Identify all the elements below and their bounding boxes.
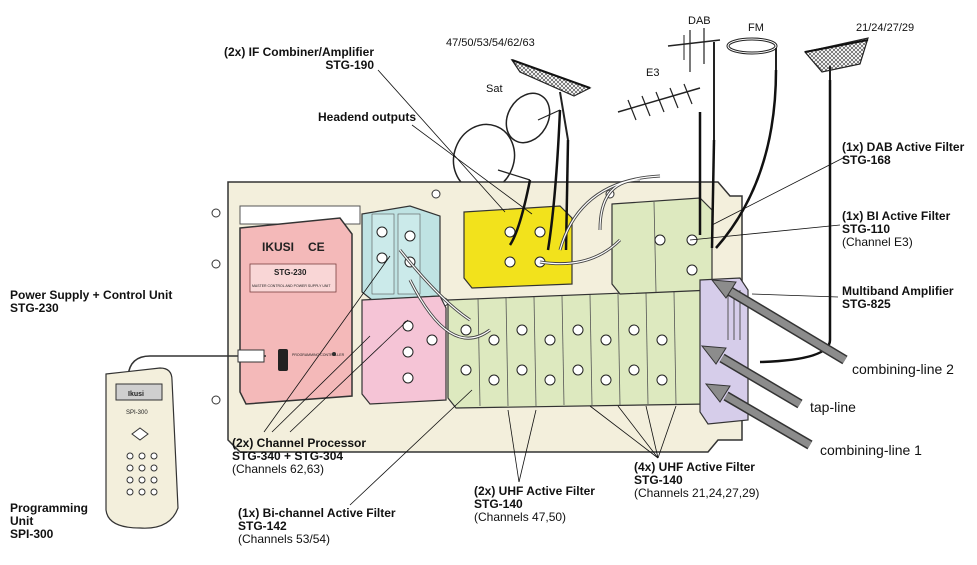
label-bi-filter: (1x) BI Active Filter STG-110 (Channel E… (842, 210, 950, 249)
label-channel-processor: (2x) Channel Processor STG-340 + STG-304… (232, 437, 366, 476)
label-bi-filter-note: (Channel E3) (842, 236, 950, 249)
label-programming-unit-model: SPI-300 (10, 528, 88, 541)
antenna-label-dab: DAB (688, 15, 711, 28)
label-uhf-filter-2: (2x) UHF Active Filter STG-140 (Channels… (474, 485, 595, 524)
label-if-combiner-model: STG-190 (224, 59, 374, 72)
label-tap-line: tap-line (810, 401, 856, 414)
label-power-supply: Power Supply + Control Unit STG-230 (10, 289, 172, 315)
antenna-label-sat: Sat (486, 83, 503, 96)
e3-antenna-icon (618, 84, 700, 120)
label-uhf-filter-4: (4x) UHF Active Filter STG-140 (Channels… (634, 461, 759, 500)
port-caption-text: PROGRAMMING CONTROLLER (292, 353, 345, 357)
handset-model-text: SPI-300 (126, 410, 148, 416)
label-dab-filter-model: STG-168 (842, 154, 964, 167)
ikusi-logo: IKUSI (262, 240, 294, 254)
label-multiband-amp-model: STG-825 (842, 298, 954, 311)
psu-model-text: STG-230 (274, 268, 307, 277)
antenna-label-fm: FM (748, 22, 764, 35)
channel-processor-pink (362, 296, 446, 404)
uhf-antenna-b-icon (805, 38, 868, 80)
label-uhf-filter-2-note: (Channels 47,50) (474, 511, 595, 524)
dab-antenna-icon (668, 28, 720, 140)
label-programming-unit: Programming Unit SPI-300 (10, 502, 88, 541)
label-if-combiner: (2x) IF Combiner/Amplifier STG-190 (224, 46, 374, 72)
label-power-supply-model: STG-230 (10, 302, 172, 315)
label-bichannel-filter: (1x) Bi-channel Active Filter STG-142 (C… (238, 507, 396, 546)
handset-plug (238, 350, 264, 362)
fm-antenna-icon (728, 39, 776, 70)
power-supply-unit (240, 218, 352, 404)
active-filters-green (448, 290, 708, 408)
label-combining-line-1: combining-line 1 (820, 444, 922, 457)
ce-mark: CE (308, 240, 325, 254)
dab-bi-filters-green (612, 198, 712, 294)
label-multiband-amp: Multiband Amplifier STG-825 (842, 285, 954, 311)
handset-brand-text: Ikusi (128, 391, 144, 398)
if-combiner-yellow (464, 206, 572, 288)
label-channel-processor-note: (Channels 62,63) (232, 463, 366, 476)
label-headend-outputs: Headend outputs (318, 111, 416, 124)
label-combining-line-2: combining-line 2 (852, 363, 954, 376)
antenna-label-uhf-b: 21/24/27/29 (856, 22, 914, 35)
label-uhf-filter-4-note: (Channels 21,24,27,29) (634, 487, 759, 500)
psu-caption-text: MASTER CONTROL AND POWER SUPPLY UNIT (252, 284, 331, 288)
antenna-label-uhf-a: 47/50/53/54/62/63 (446, 37, 535, 50)
label-dab-filter: (1x) DAB Active Filter STG-168 (842, 141, 964, 167)
antenna-label-e3: E3 (646, 67, 659, 80)
label-bichannel-filter-note: (Channels 53/54) (238, 533, 396, 546)
